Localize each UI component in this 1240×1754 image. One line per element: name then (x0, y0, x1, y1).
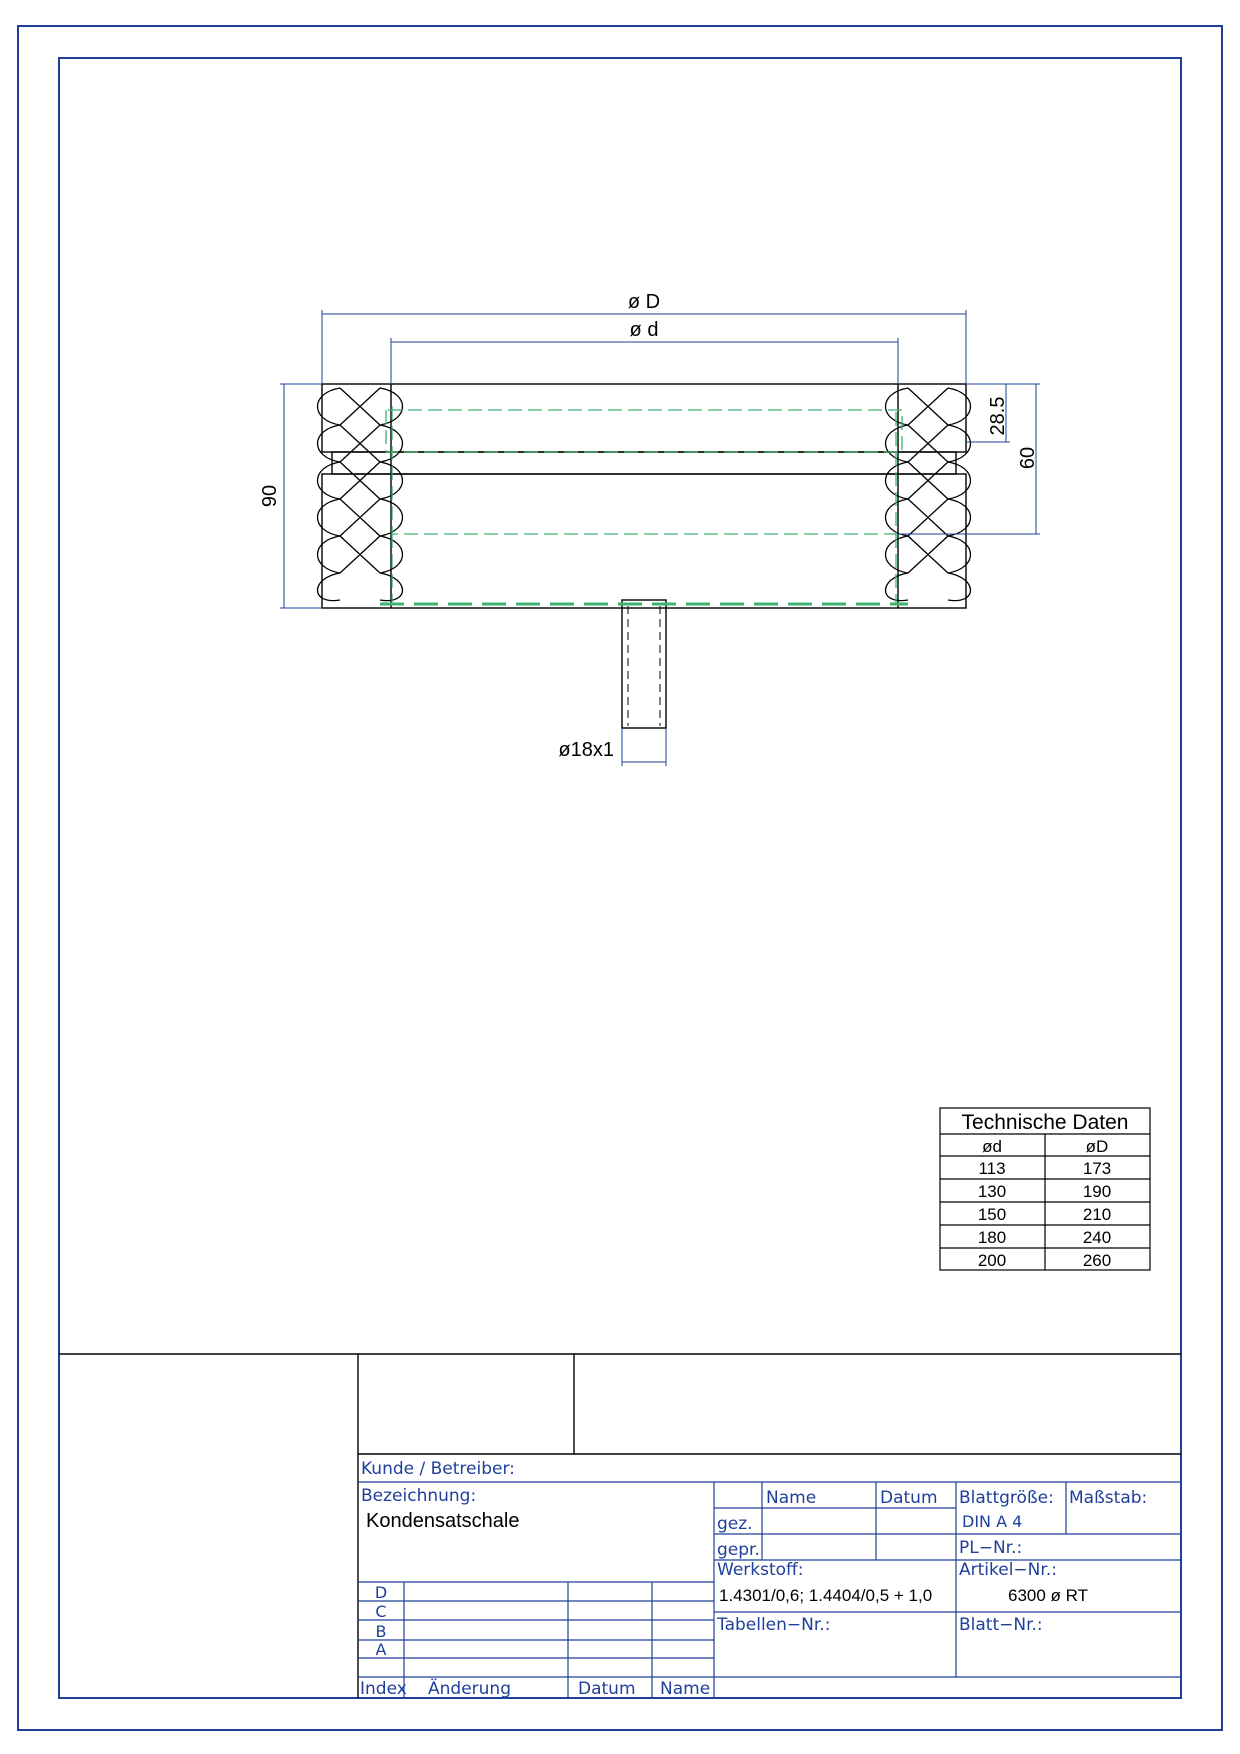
rev-header-index: Index (360, 1679, 407, 1699)
rev-index-c: C (375, 1602, 386, 1621)
tech-row-cell: 150 (978, 1205, 1006, 1224)
dim-drain-pipe: ø18x1 (558, 739, 614, 761)
werkstoff-label: Werkstoff: (717, 1560, 803, 1580)
tech-data-table (939, 1107, 1151, 1271)
bezeichnung-value: Kondensatschale (366, 1510, 519, 1532)
insulation-right (884, 387, 972, 602)
rev-index-b: B (376, 1622, 387, 1641)
pipe-hidden-lines (627, 606, 661, 726)
blattgroesse-value: DIN A 4 (962, 1512, 1022, 1531)
lower-body (321, 473, 967, 609)
insulation-left (316, 387, 404, 602)
datum-header: Datum (880, 1488, 938, 1508)
title-block-lines (59, 1353, 1181, 1698)
massstab-label: Maßstab: (1069, 1488, 1147, 1508)
rev-header-datum: Datum (578, 1679, 636, 1699)
tech-row-cell: 113 (978, 1159, 1005, 1178)
dim-lower-height: 60 (1017, 447, 1039, 469)
tech-table-title: Technische Daten (962, 1111, 1129, 1134)
kunde-label: Kunde / Betreiber: (361, 1459, 515, 1479)
rev-header-aenderung: Änderung (428, 1678, 511, 1699)
rev-index-a: A (376, 1640, 387, 1659)
dim-total-height: 90 (259, 485, 281, 507)
hidden-lines (380, 406, 908, 606)
tech-row-cell: 173 (1083, 1159, 1111, 1178)
tech-row-cell: 180 (978, 1228, 1006, 1247)
artikel-value: 6300 ø RT (1008, 1586, 1088, 1605)
drain-pipe (621, 599, 667, 729)
drawing-border (58, 57, 1182, 1699)
artikel-label: Artikel−Nr.: (959, 1560, 1057, 1580)
bezeichnung-label: Bezeichnung: (361, 1486, 476, 1506)
dim-inner-diameter: ø d (630, 319, 659, 341)
dim-outer-diameter: ø D (628, 291, 660, 313)
tabellen-label: Tabellen−Nr.: (716, 1615, 830, 1635)
rev-index-d: D (375, 1583, 387, 1602)
name-header: Name (766, 1488, 816, 1508)
rev-header-name: Name (660, 1679, 710, 1699)
tech-row-cell: 210 (1083, 1205, 1111, 1224)
tech-row-cell: 190 (1083, 1182, 1111, 1201)
neck-joint (331, 451, 957, 475)
gez-label: gez. (717, 1514, 753, 1534)
upper-ring (321, 383, 967, 453)
gepr-label: gepr. (717, 1540, 760, 1560)
tech-row-cell: 240 (1083, 1228, 1111, 1247)
condensate-tray-section (321, 383, 967, 729)
tech-row-cell: 130 (978, 1182, 1006, 1201)
dimension-lines (280, 310, 1040, 766)
blattgroesse-label: Blattgröße: (959, 1488, 1054, 1508)
pl-label: PL−Nr.: (959, 1538, 1022, 1558)
tech-header-d: ød (982, 1137, 1002, 1156)
blatt-label: Blatt−Nr.: (959, 1615, 1043, 1635)
title-block-grid (358, 1481, 1181, 1698)
tech-row-cell: 260 (1083, 1251, 1111, 1270)
tech-header-D: øD (1086, 1137, 1109, 1156)
dim-upper-height: 28.5 (987, 397, 1009, 436)
outer-frame (17, 25, 1223, 1731)
werkstoff-value: 1.4301/0,6; 1.4404/0,5 + 1,0 (719, 1586, 932, 1605)
tech-row-cell: 200 (978, 1251, 1006, 1270)
tech-rows: 113 173 130 190 150 210 180 240 200 260 (978, 1159, 1111, 1270)
